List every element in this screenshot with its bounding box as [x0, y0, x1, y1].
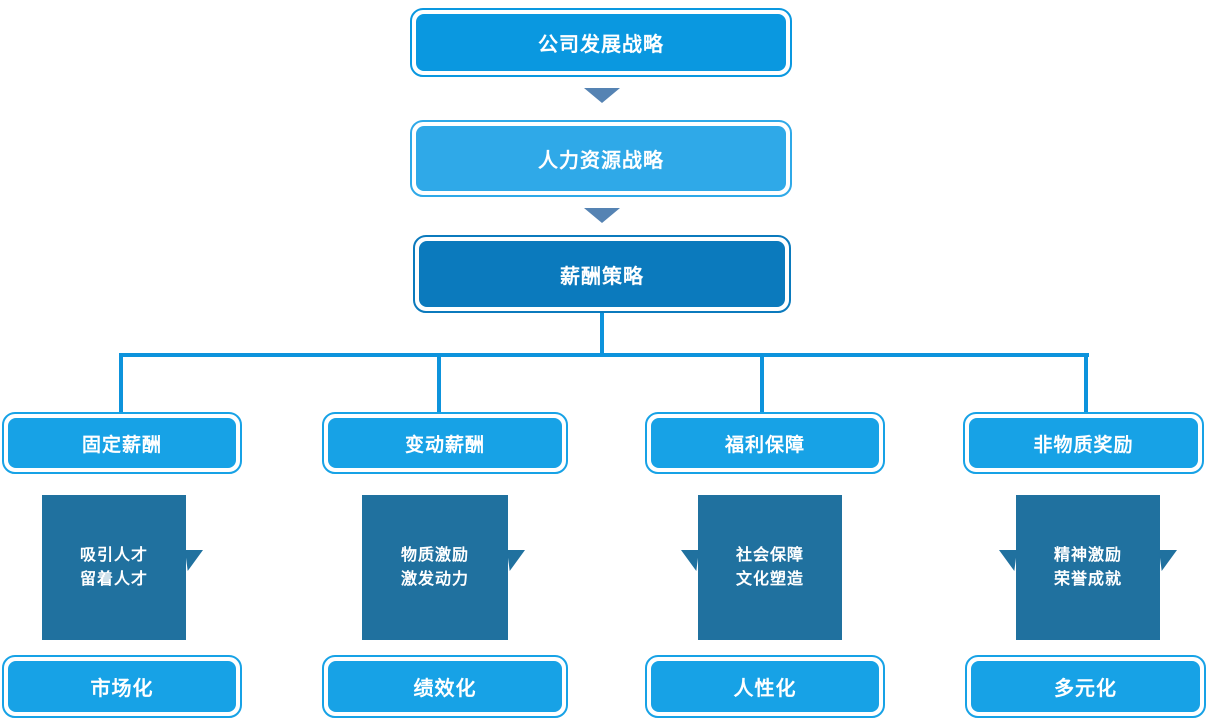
branch-header-benefits: 福利保障 — [645, 412, 885, 474]
branch-result-fill: 绩效化 — [328, 661, 562, 712]
branch-result-humanization: 人性化 — [645, 655, 885, 718]
node-label: 薪酬策略 — [560, 265, 644, 288]
branch-result-fill: 多元化 — [971, 661, 1200, 712]
point-line: 精神激励 — [1053, 546, 1122, 564]
flap-triangle-icon — [681, 550, 699, 571]
branch-result-performance: 绩效化 — [322, 655, 568, 718]
point-line: 激发动力 — [400, 570, 469, 588]
branch-result-label: 绩效化 — [413, 678, 477, 700]
point-line: 吸引人才 — [79, 546, 148, 564]
branch-result-label: 市场化 — [90, 678, 154, 700]
node-compensation-strategy: 薪酬策略 — [413, 235, 791, 313]
point-line: 物质激励 — [400, 546, 469, 564]
flap-triangle-icon — [507, 550, 525, 571]
branch-result-fill: 市场化 — [8, 661, 236, 712]
branch-header-label: 福利保障 — [724, 434, 805, 456]
node-compensation-strategy-fill: 薪酬策略 — [419, 241, 785, 307]
branch-points-card-fixed-pay: 吸引人才 留着人才 — [42, 495, 186, 640]
flap-triangle-icon — [185, 550, 203, 571]
point-line: 留着人才 — [79, 570, 148, 588]
node-label: 人力资源战略 — [538, 150, 664, 172]
branch-points-card-nonmaterial-reward: 精神激励 荣誉成就 — [1016, 495, 1160, 640]
branch-header-nonmaterial-reward: 非物质奖励 — [963, 412, 1204, 474]
flap-triangle-icon — [1159, 550, 1177, 571]
branch-header-fill: 变动薪酬 — [328, 418, 562, 468]
branch-result-fill: 人性化 — [651, 661, 879, 712]
branch-header-label: 非物质奖励 — [1033, 434, 1134, 456]
branch-header-fill: 福利保障 — [651, 418, 879, 468]
down-arrow-icon — [584, 88, 620, 103]
connector-crossbar — [119, 353, 1089, 357]
branch-header-fixed-pay: 固定薪酬 — [2, 412, 242, 474]
node-label: 公司发展战略 — [538, 34, 664, 56]
connector-drop — [760, 355, 764, 413]
branch-points-card-variable-pay: 物质激励 激发动力 — [362, 495, 508, 640]
branch-result-diversification: 多元化 — [965, 655, 1206, 718]
branch-header-label: 固定薪酬 — [81, 434, 162, 456]
point-line: 荣誉成就 — [1053, 570, 1122, 588]
point-line: 社会保障 — [735, 546, 804, 564]
branch-result-marketization: 市场化 — [2, 655, 242, 718]
point-line: 文化塑造 — [735, 570, 804, 588]
branch-result-label: 人性化 — [733, 678, 797, 700]
branch-result-label: 多元化 — [1054, 678, 1117, 700]
node-company-strategy: 公司发展战略 — [410, 8, 792, 77]
down-arrow-icon — [584, 208, 620, 223]
node-hr-strategy-fill: 人力资源战略 — [416, 126, 786, 191]
connector-drop — [1084, 355, 1088, 413]
branch-header-variable-pay: 变动薪酬 — [322, 412, 568, 474]
node-hr-strategy: 人力资源战略 — [410, 120, 792, 197]
connector-drop — [437, 355, 441, 413]
branch-header-label: 变动薪酬 — [404, 434, 485, 456]
branch-header-fill: 非物质奖励 — [969, 418, 1198, 468]
connector-stem — [600, 313, 604, 355]
node-company-strategy-fill: 公司发展战略 — [416, 14, 786, 71]
connector-drop — [119, 355, 123, 413]
branch-points-card-benefits: 社会保障 文化塑造 — [698, 495, 842, 640]
flap-triangle-icon — [999, 550, 1017, 571]
branch-header-fill: 固定薪酬 — [8, 418, 236, 468]
